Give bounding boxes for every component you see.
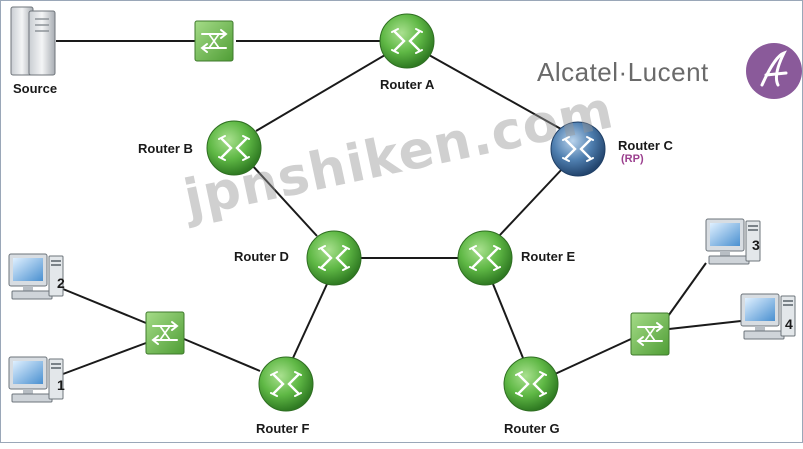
router-b-label: Router B [138,141,193,156]
router-f-label: Router F [256,421,310,436]
switch-right-icon[interactable] [630,312,670,356]
host-1-computer-icon[interactable] [8,356,64,403]
router-f-icon[interactable] [258,356,314,412]
router-e-label: Router E [521,249,576,264]
link-switch-right-host-3 [665,262,707,320]
link-router-g-switch-right [554,338,632,375]
router-d-label: Router D [234,249,289,264]
link-switch-right-host-4 [668,320,742,330]
host-3-number: 3 [752,237,760,253]
host-2-computer-icon[interactable] [8,253,64,300]
link-router-b-router-d [250,163,318,237]
host-2-number: 2 [57,275,65,291]
router-a-label: Router A [380,77,435,92]
link-router-a-router-c [428,54,562,130]
link-router-d-router-f [292,283,328,359]
host-4-number: 4 [785,316,793,332]
router-c-rp-badge: (RP) [621,153,644,165]
links [56,40,742,375]
brand-name: Alcatel·Lucent [537,57,709,87]
link-host-1-switch-left [62,342,147,375]
switch-top-icon[interactable] [194,20,234,62]
source-server-icon[interactable] [10,6,56,76]
alcatel-lucent-logo-icon [746,43,802,99]
link-router-a-router-b [255,54,386,132]
router-e-icon[interactable] [457,230,513,286]
switch-left-icon[interactable] [145,311,185,355]
host-1-number: 1 [57,377,65,393]
link-router-c-router-e [498,167,564,237]
link-router-e-router-g [492,283,524,359]
router-c-label: Router C [618,138,673,153]
router-g-icon[interactable] [503,356,559,412]
router-c-icon[interactable] [550,121,606,177]
router-d-icon[interactable] [306,230,362,286]
source-label: Source [13,81,58,96]
router-g-label: Router G [504,421,560,436]
link-switch-left-router-f [183,338,261,372]
router-b-icon[interactable] [206,120,262,176]
link-host-2-switch-left [62,288,147,324]
router-a-icon[interactable] [379,13,435,69]
